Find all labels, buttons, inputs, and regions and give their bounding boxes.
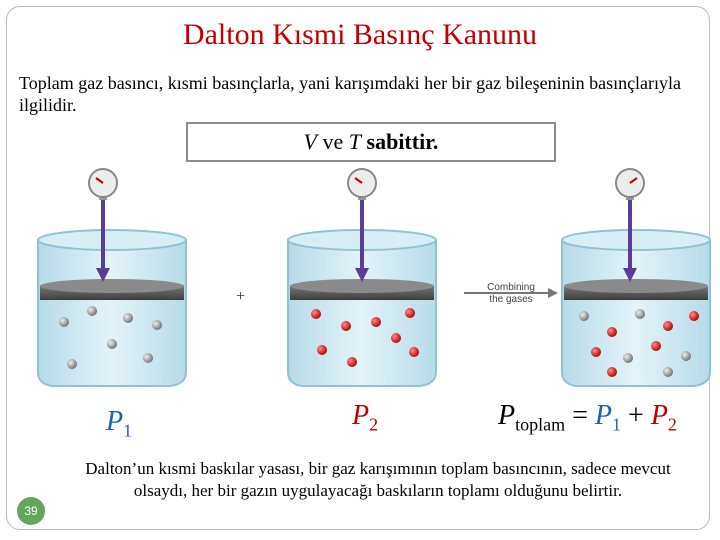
combine-label-line2: the gases bbox=[474, 294, 548, 306]
combine-label: Combining the gases bbox=[474, 282, 548, 306]
label-total-p1-p: P bbox=[595, 400, 612, 431]
container-3 bbox=[562, 169, 710, 386]
footnote-text: Dalton’un kısmi baskılar yasası, bir gaz… bbox=[58, 458, 698, 502]
slide-number-badge: 39 bbox=[17, 497, 45, 525]
container-2 bbox=[288, 169, 436, 386]
label-total-eq: = bbox=[572, 400, 588, 431]
label-total-plus: + bbox=[628, 400, 644, 431]
label-p2-p: P bbox=[352, 400, 369, 431]
combine-label-line1: Combining bbox=[474, 282, 548, 294]
label-p2-sub: 2 bbox=[369, 415, 378, 435]
plus-sign: + bbox=[236, 288, 245, 306]
label-p1-p: P bbox=[106, 406, 123, 437]
label-total-p2-sub: 2 bbox=[668, 415, 677, 435]
label-total: Ptoplam = P1 + P2 bbox=[498, 400, 677, 436]
label-p1-sub: 1 bbox=[123, 421, 132, 441]
container-1 bbox=[38, 169, 186, 386]
label-total-sub: toplam bbox=[515, 415, 565, 435]
label-total-p: P bbox=[498, 400, 515, 431]
label-p2: P2 bbox=[352, 400, 378, 436]
label-total-p1-sub: 1 bbox=[612, 415, 621, 435]
label-total-p1: P1 bbox=[595, 400, 621, 431]
label-total-p2-p: P bbox=[651, 400, 668, 431]
label-total-p2: P2 bbox=[651, 400, 677, 431]
label-p1: P1 bbox=[106, 406, 132, 442]
